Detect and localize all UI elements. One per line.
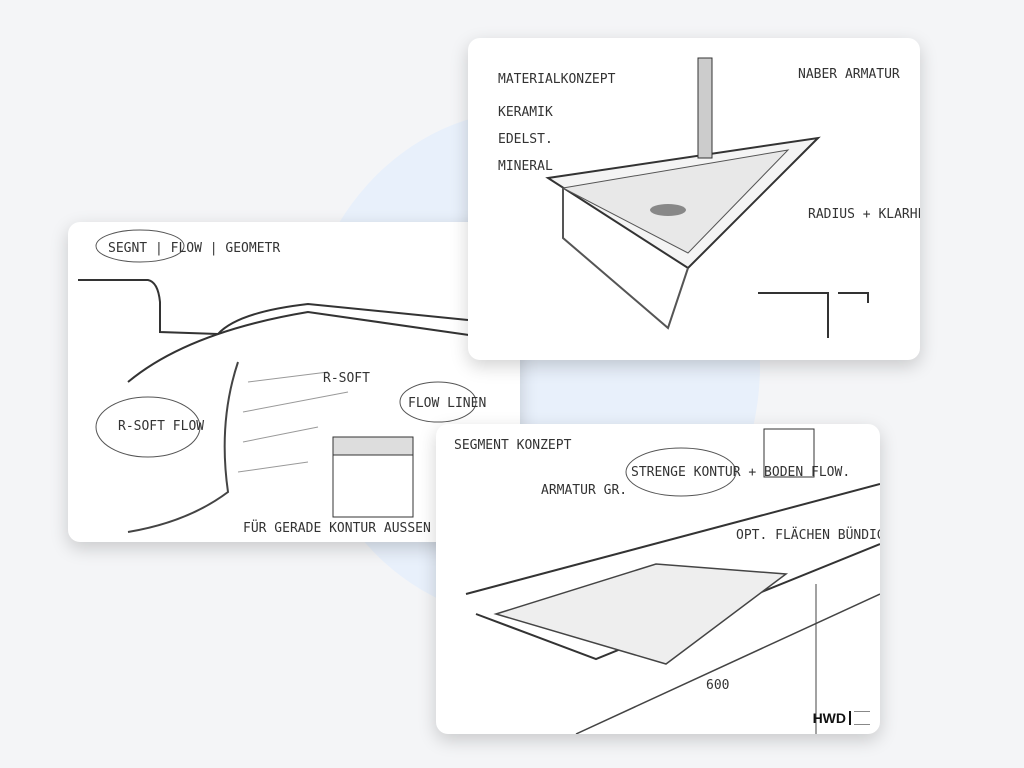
sketch-label: SEGNT | FLOW | GEOMETR	[108, 241, 280, 256]
sketch-card-segment-concept: SEGMENT KONZEPT ARMATUR GR. STRENGE KONT…	[436, 424, 880, 734]
hwd-logo: HWD	[813, 710, 870, 726]
sink-edge-sketch: SEGNT | FLOW | GEOMETR R-SOFT FLOW R-SOF…	[78, 229, 519, 536]
sketch-label: KERAMIK	[498, 105, 553, 120]
sketch-label: SEGMENT KONZEPT	[454, 438, 572, 453]
sketch-label: EDELST.	[498, 132, 553, 147]
sketch-label: R-SOFT	[323, 371, 370, 386]
logo-subtext-mark	[854, 711, 870, 725]
corner-sink-sketch: MATERIALKONZEPT KERAMIK EDELST. MINERAL …	[498, 57, 920, 338]
sketch-label: MATERIALKONZEPT	[498, 72, 616, 87]
sketch-card-material-concept: MATERIALKONZEPT KERAMIK EDELST. MINERAL …	[468, 38, 920, 360]
inset-sink-sketch: SEGMENT KONZEPT ARMATUR GR. STRENGE KONT…	[454, 428, 880, 734]
sketch-label: OPT. FLÄCHEN BÜNDIG	[736, 526, 880, 543]
sketch-label: 600	[706, 678, 729, 693]
logo-text: HWD	[812, 710, 846, 726]
sketch-label: FLOW LINEN	[408, 396, 486, 411]
sketch-label: MINERAL	[498, 159, 553, 174]
sketch-label: STRENGE KONTUR + BODEN FLOW.	[631, 465, 850, 480]
sketch-label: RADIUS + KLARHEIT KANTE	[808, 207, 920, 222]
sketch-label: ARMATUR GR.	[541, 483, 627, 498]
sketch-label: FÜR GERADE KONTUR AUSSEN	[243, 519, 431, 536]
sketch-label: R-SOFT FLOW	[118, 419, 204, 434]
sketch-label: NABER ARMATUR	[798, 67, 900, 82]
logo-divider	[849, 711, 851, 725]
